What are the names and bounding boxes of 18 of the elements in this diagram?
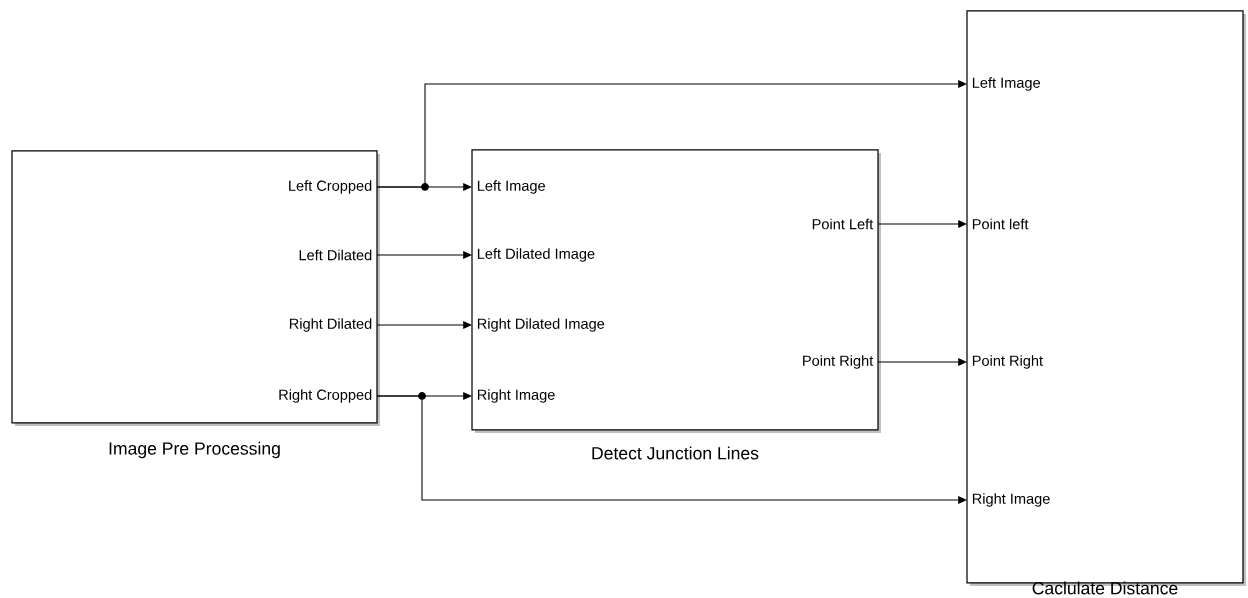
port-label: Right Cropped xyxy=(279,389,372,403)
port-label: Right Image xyxy=(972,493,1050,507)
port-label: Left Image xyxy=(477,180,545,194)
port-label: Right Image xyxy=(477,389,555,403)
port-label: Left Dilated Image xyxy=(477,248,595,262)
port-label: Right Dilated xyxy=(289,318,372,332)
node-label: Detect Junction Lines xyxy=(592,446,759,460)
port-label: Left Cropped xyxy=(289,180,372,194)
port-label: Point Right xyxy=(803,355,874,369)
port-label: Left Dilated xyxy=(299,249,372,261)
port-label: Point Right xyxy=(972,355,1043,369)
node-label: Image Pre Processing xyxy=(109,441,280,459)
arrow xyxy=(376,79,967,188)
port-label: Left Image xyxy=(972,77,1040,91)
port-label: Point Left xyxy=(812,218,874,230)
node-label: Caclulate Distance xyxy=(1032,581,1178,595)
port-label: Right Dilated Image xyxy=(477,318,605,332)
port-label: Point left xyxy=(972,218,1029,230)
